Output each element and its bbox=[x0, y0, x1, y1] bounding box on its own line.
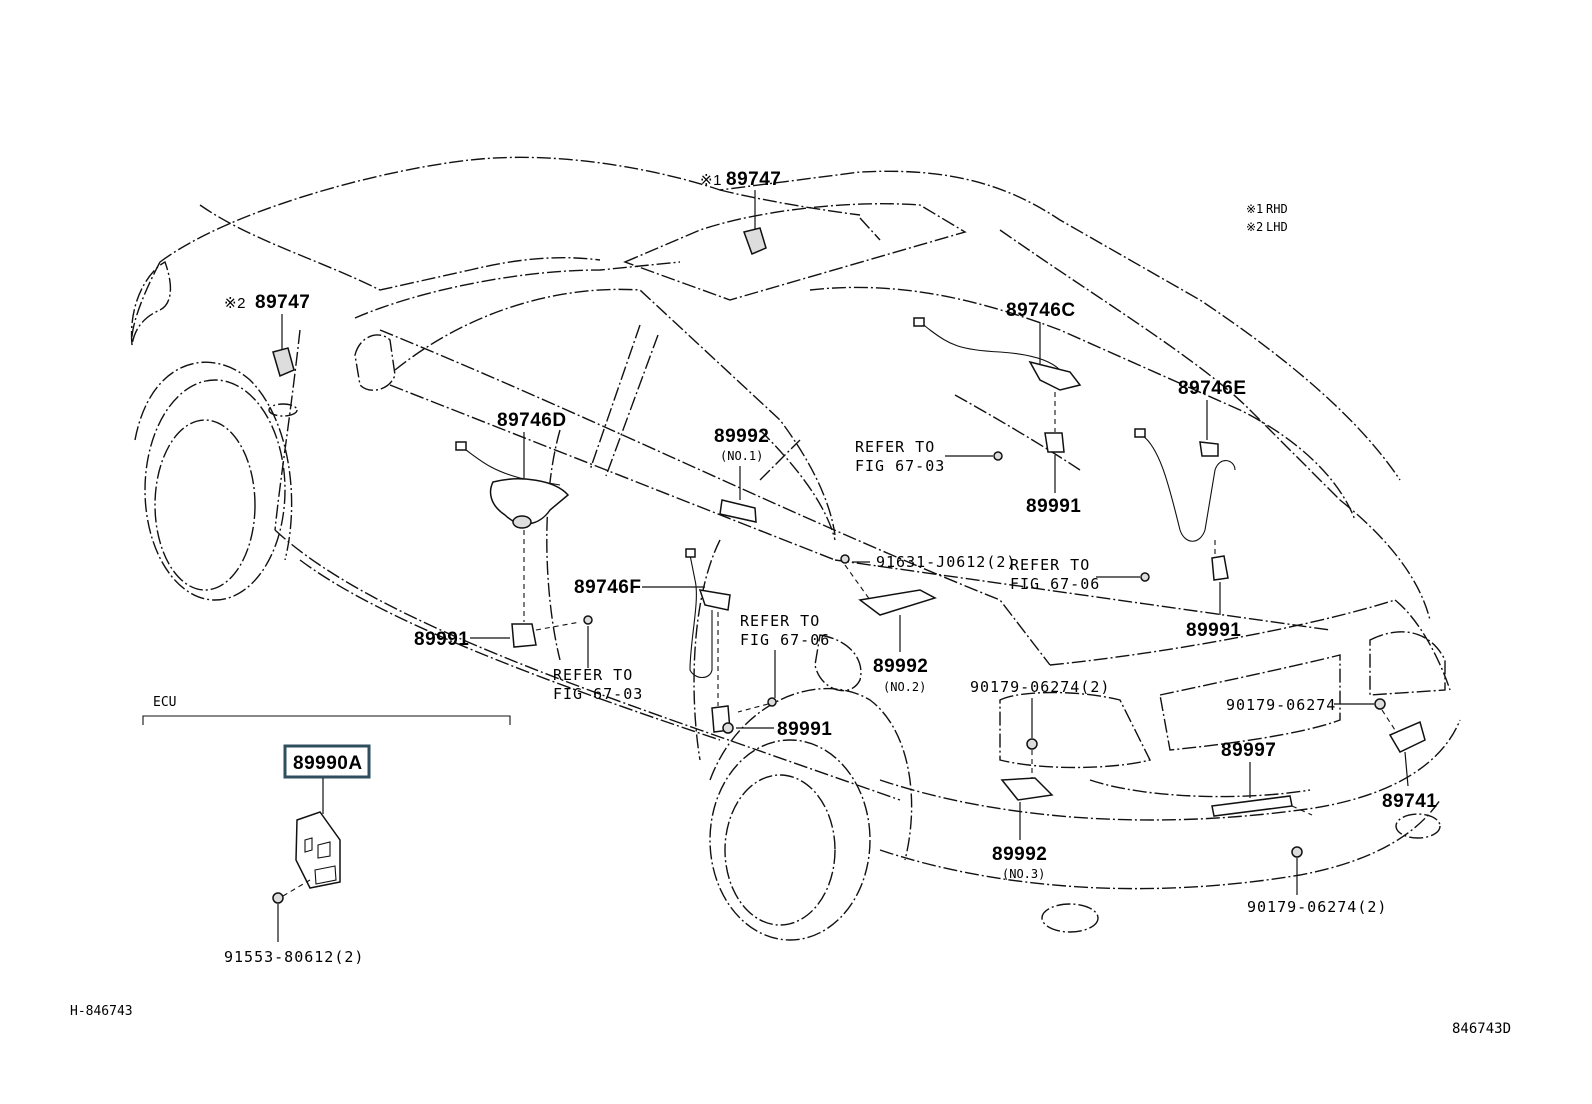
clip-icon bbox=[993, 451, 1003, 461]
harness-89746C bbox=[919, 321, 1061, 371]
harness-89746F bbox=[689, 554, 713, 679]
part-number-89991-upper[interactable]: 89991 bbox=[1026, 496, 1081, 517]
legend-mark-2: ※2 bbox=[1246, 220, 1263, 234]
bolt-icon bbox=[272, 892, 284, 904]
highlight-box-89990A bbox=[283, 744, 371, 779]
part-89746C-group: 89746C bbox=[913, 300, 1082, 432]
ecu-bracket-line bbox=[142, 715, 511, 725]
part-number-89990A[interactable]: 89990A bbox=[293, 753, 363, 774]
rhd-mark: ※1 bbox=[700, 172, 722, 189]
part-number-89746C[interactable]: 89746C bbox=[1006, 300, 1076, 321]
ecu-label: ECU bbox=[153, 695, 176, 710]
screw-90179-b-group: 90179-06274 bbox=[1226, 696, 1396, 731]
clip-icon bbox=[767, 697, 777, 707]
part-number-89991-middle[interactable]: 89991 bbox=[777, 719, 832, 740]
bolt-91553-label[interactable]: 91553-80612(2) bbox=[224, 948, 364, 966]
ref-fig-67-03-lower: REFER TO FIG 67-03 bbox=[553, 666, 643, 703]
part-89746D-group: 89746D bbox=[455, 410, 570, 622]
bolt-icon bbox=[840, 554, 850, 564]
car-body-outline bbox=[130, 156, 1461, 941]
legend: ※1 RHD ※2 LHD bbox=[1246, 202, 1288, 234]
part-89992-no1-group: 89992 (NO.1) bbox=[714, 426, 769, 523]
part-number-89746F[interactable]: 89746F bbox=[574, 577, 641, 598]
ref-fig-67-06-middle: REFER TO FIG 67-06 bbox=[737, 612, 830, 713]
part-89746F-group: 89746F bbox=[574, 548, 731, 706]
legend-mark-1: ※1 bbox=[1246, 202, 1263, 216]
screw-icon bbox=[1026, 738, 1038, 750]
part-89991-middle-group: 89991 bbox=[711, 705, 832, 740]
part-number-89991-left[interactable]: 89991 bbox=[414, 629, 469, 650]
bracket-89991-left bbox=[511, 623, 537, 648]
harness-89746E bbox=[1139, 433, 1236, 542]
part-89992-no3-group: 89992 (NO.3) bbox=[992, 777, 1054, 881]
note-89992-no3: (NO.3) bbox=[1002, 867, 1045, 881]
part-89747-lhd-group: ※2 89747 bbox=[224, 292, 310, 378]
part-89991-right-group: 89991 bbox=[1186, 555, 1241, 641]
part-number-89747-rhd[interactable]: 89747 bbox=[726, 169, 781, 190]
bolt-91631-label[interactable]: 91631-J0612(2) bbox=[876, 553, 1016, 571]
part-89991-left-group: 89991 bbox=[414, 615, 593, 668]
legend-text-1: RHD bbox=[1266, 202, 1288, 216]
footer-right-code: 846743D bbox=[1452, 1021, 1511, 1037]
part-number-89991-right[interactable]: 89991 bbox=[1186, 620, 1241, 641]
ref-fig-67-03-upper: REFER TO FIG 67-03 bbox=[855, 438, 1003, 475]
part-number-89997[interactable]: 89997 bbox=[1221, 740, 1276, 761]
part-89997-group: 89997 bbox=[1211, 740, 1313, 817]
module-89741 bbox=[1388, 720, 1426, 753]
part-89991-upper-group: 89991 bbox=[1026, 432, 1081, 517]
part-number-89746D[interactable]: 89746D bbox=[497, 410, 567, 431]
part-number-89747-lhd[interactable]: 89747 bbox=[255, 292, 310, 313]
module-89992-no3 bbox=[1000, 777, 1054, 801]
screw-90179-a-group: 90179-06274(2) bbox=[970, 678, 1110, 778]
screw-90179-c-label[interactable]: 90179-06274(2) bbox=[1247, 898, 1387, 916]
part-number-89741[interactable]: 89741 bbox=[1382, 791, 1437, 812]
part-number-89746E[interactable]: 89746E bbox=[1178, 378, 1247, 399]
ref-line1[interactable]: REFER TO bbox=[1010, 556, 1090, 574]
legend-text-2: LHD bbox=[1266, 220, 1288, 234]
harness-89746D bbox=[461, 446, 561, 486]
part-number-89992-no3[interactable]: 89992 bbox=[992, 844, 1047, 865]
bolt-91631-group: 91631-J0612(2) bbox=[840, 553, 1016, 601]
note-89992-no2: (NO.2) bbox=[883, 680, 926, 694]
screw-icon bbox=[1291, 846, 1303, 858]
ref-line1[interactable]: REFER TO bbox=[740, 612, 820, 630]
footer-left-code: H-846743 bbox=[70, 1004, 133, 1019]
screw-90179-b-label[interactable]: 90179-06274 bbox=[1226, 696, 1336, 714]
module-89992-no1 bbox=[719, 499, 757, 523]
bracket-89991-right bbox=[1211, 555, 1229, 581]
ecu-section: ECU 89990A 91553-80612(2) bbox=[142, 695, 511, 966]
screw-90179-a-label[interactable]: 90179-06274(2) bbox=[970, 678, 1110, 696]
lhd-mark: ※2 bbox=[224, 295, 246, 312]
screw-90179-c-group: 90179-06274(2) bbox=[1247, 846, 1387, 916]
ref-line2[interactable]: FIG 67-06 bbox=[1010, 575, 1100, 593]
clip-icon bbox=[1140, 572, 1150, 582]
part-89747-rhd-group: ※1 89747 bbox=[700, 169, 781, 256]
ref-line1[interactable]: REFER TO bbox=[855, 438, 935, 456]
ref-fig-67-06-right: REFER TO FIG 67-06 bbox=[1010, 556, 1150, 593]
screw-icon bbox=[1374, 698, 1386, 710]
ref-line2[interactable]: FIG 67-06 bbox=[740, 631, 830, 649]
sensor-89747-lhd bbox=[272, 347, 295, 378]
ref-line2[interactable]: FIG 67-03 bbox=[855, 457, 945, 475]
part-number-89992-no2[interactable]: 89992 bbox=[873, 656, 928, 677]
part-89992-no2-group: 89992 (NO.2) bbox=[858, 589, 937, 694]
bracket-89991-upper bbox=[1044, 432, 1065, 453]
antenna-89746C bbox=[1028, 360, 1082, 391]
part-number-89992-no1[interactable]: 89992 bbox=[714, 426, 769, 447]
handle-89746D bbox=[489, 478, 570, 525]
part-89741-group: 89741 bbox=[1382, 720, 1437, 812]
part-89746E-group: 89746E bbox=[1134, 378, 1247, 560]
sensor-89747-rhd bbox=[743, 227, 767, 256]
note-89992-no1: (NO.1) bbox=[720, 449, 763, 463]
module-89992-no2 bbox=[858, 589, 937, 616]
ref-line1[interactable]: REFER TO bbox=[553, 666, 633, 684]
ref-line2[interactable]: FIG 67-03 bbox=[553, 685, 643, 703]
